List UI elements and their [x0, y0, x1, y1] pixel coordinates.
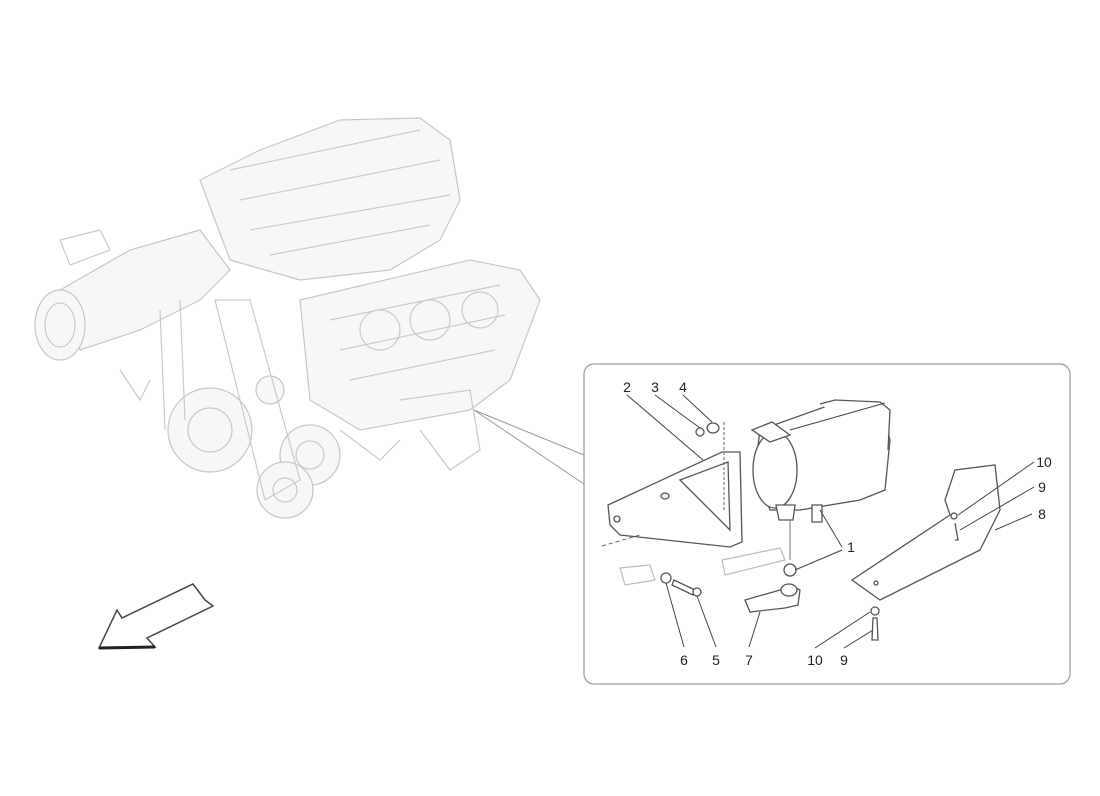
callout-3[interactable]: 3 [651, 379, 659, 395]
starter-motor-part [750, 399, 891, 523]
callout-5[interactable]: 5 [712, 652, 720, 668]
callout-2[interactable]: 2 [623, 379, 631, 395]
callout-8[interactable]: 8 [1038, 506, 1046, 522]
bracket-part [601, 451, 743, 548]
callout-9-bottom[interactable]: 9 [840, 652, 848, 668]
direction-arrow-icon [97, 583, 215, 649]
detail-callout-frame [473, 363, 1071, 685]
callout-10-bottom[interactable]: 10 [807, 652, 823, 668]
callout-1[interactable]: 1 [847, 539, 855, 555]
callout-4[interactable]: 4 [679, 379, 687, 395]
engine-illustration [34, 117, 541, 519]
callout-10-right[interactable]: 10 [1036, 454, 1052, 470]
small-parts [619, 422, 801, 613]
callout-9-right[interactable]: 9 [1038, 479, 1046, 495]
callout-6[interactable]: 6 [680, 652, 688, 668]
leader-lines [626, 394, 1035, 649]
callout-7[interactable]: 7 [745, 652, 753, 668]
